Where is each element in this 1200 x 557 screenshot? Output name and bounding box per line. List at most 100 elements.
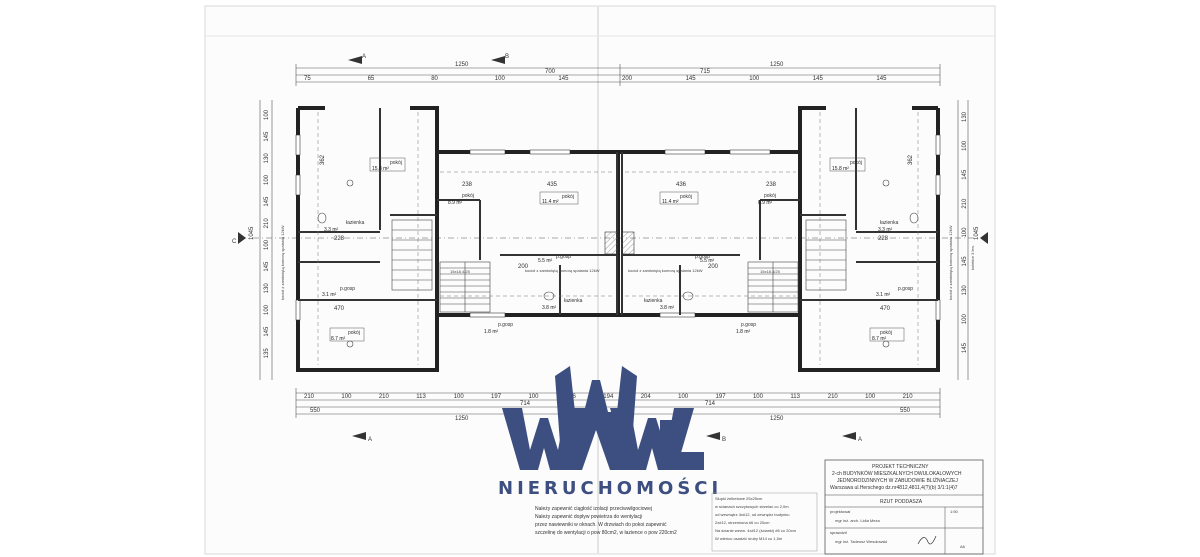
note-line: 2x#12, strzemiona #6 co 20cm — [715, 520, 770, 525]
svg-text:p.gosp: p.gosp — [556, 254, 571, 260]
svg-text:p.gosp: p.gosp — [695, 254, 710, 260]
dim-left-total: 1045 — [249, 226, 255, 240]
notes-ventilation: Należy zapewnić ciągłość izolacji przeci… — [535, 506, 677, 536]
section-mark-b-top: B — [491, 54, 509, 64]
room-label-center-right-gosp: p.gosp 5.5 m² — [695, 254, 715, 264]
dim-bottom-chain-value: 210 — [304, 394, 315, 400]
room-label-left-bottom: pokój 8.7 m² — [329, 327, 365, 342]
svg-text:5.5 m²: 5.5 m² — [700, 258, 715, 264]
dim-bottom-chain-value: 100 — [678, 394, 689, 400]
dim-bottom-550-right: 550 — [900, 408, 911, 414]
svg-text:8.7 m²: 8.7 m² — [331, 336, 346, 342]
dim-bottom-chain-value: 194 — [603, 394, 614, 400]
title-author1-role: projektował — [830, 509, 850, 514]
dim-top-chain-value: 75 — [304, 76, 311, 82]
svg-text:1.8 m²: 1.8 m² — [484, 329, 499, 335]
section-mark-b-bottom: B — [706, 432, 726, 443]
svg-text:3.1 m²: 3.1 m² — [322, 292, 337, 298]
svg-text:11.4 m²: 11.4 m² — [542, 199, 559, 205]
room-dim-238-right: 238 — [766, 182, 777, 188]
dim-top-chain-value: 100 — [495, 76, 506, 82]
room-label-left-room-2: pokój 8.9 m² — [448, 193, 474, 206]
room-dim-362-left: 362 — [320, 154, 326, 165]
dim-left-chain-value: 100 — [264, 109, 270, 120]
room-label-right-bath: łazienka 3.3 m² — [878, 220, 899, 233]
manifold-label: kolektor 3 len. — [970, 245, 975, 270]
note-line: Słupki żelbetowe 25x25cm — [715, 496, 763, 501]
svg-text:łazienka: łazienka — [564, 298, 583, 304]
title-author2: mgr inż. Tadeusz Wesołowski — [835, 539, 887, 544]
svg-text:3.3 m²: 3.3 m² — [878, 227, 893, 233]
dim-top-total-left: 1250 — [455, 62, 469, 68]
note-line: przez nawiewniki w oknach. W drzwiach do… — [535, 522, 667, 528]
dim-bottom-1250-right: 1250 — [770, 416, 784, 422]
room-label-left-utility: p.gosp 3.1 m² — [322, 286, 355, 298]
notes-box — [711, 492, 818, 552]
dim-bottom-chain-value: 210 — [903, 394, 914, 400]
room-label-center-right-bath: łazienka 3.8 m² — [644, 298, 675, 311]
title-block: PROJEKT TECHNICZNY 2-ch BUDYNKÓW MIESZKA… — [824, 459, 984, 555]
dim-right-chain-value: 145 — [962, 169, 968, 180]
room-dim-362-right: 362 — [908, 154, 914, 165]
room-label-right-utility: p.gosp 3.1 m² — [876, 286, 913, 298]
roof-slope-lines — [317, 112, 919, 365]
note-line: Na ścianie wewn. 4x#12 (ścianki) #6 co 2… — [715, 528, 797, 533]
svg-text:A: A — [858, 437, 862, 443]
svg-text:8.9 m²: 8.9 m² — [758, 200, 773, 206]
note-line: Należy zapewnić dopływ powietrza do went… — [535, 514, 642, 520]
room-label-left-bedroom: pokój 15.8 m² — [369, 157, 406, 172]
dim-left-chain-value: 130 — [264, 283, 270, 294]
dim-right-total: 1045 — [974, 226, 980, 240]
dim-bottom-1250-left: 1250 — [455, 416, 469, 422]
section-mark-c: C — [232, 232, 990, 245]
dim-top-chain-value: 145 — [813, 76, 824, 82]
svg-text:15.8 m²: 15.8 m² — [372, 166, 389, 172]
svg-text:8.9 m²: 8.9 m² — [448, 200, 463, 206]
title-scale: 1:50 — [950, 509, 959, 514]
room-label-center-left-bath: łazienka 3.8 m² — [542, 298, 583, 311]
dim-bottom-chain-value: 100 — [341, 394, 352, 400]
dim-bottom-chain-value: 204 — [641, 394, 652, 400]
door-height-left: 200 — [518, 264, 529, 270]
dim-bottom-chain-value: 100 — [528, 394, 539, 400]
dim-bottom-chain-value: 197 — [491, 394, 502, 400]
note-line: W wieńcu osadzić śruby M14 co 1,5m — [715, 536, 783, 541]
dim-left-chain-value: 145 — [264, 196, 270, 207]
svg-text:pokój: pokój — [764, 193, 776, 199]
svg-text:1.8 m²: 1.8 m² — [736, 329, 751, 335]
svg-text:C: C — [232, 239, 237, 245]
note-line: Należy zapewnić ciągłość izolacji przeci… — [535, 506, 652, 512]
dim-bottom-chain-value: 210 — [828, 394, 839, 400]
staircase-left — [391, 219, 491, 313]
dim-bottom-chain-value: 113 — [790, 394, 800, 400]
svg-text:11.4 m²: 11.4 m² — [662, 199, 679, 205]
room-label-right-bottom: pokój 8.7 m² — [869, 327, 905, 342]
dim-right-chain-value: 145 — [962, 342, 968, 353]
room-dim-228-right: 228 — [878, 236, 889, 242]
room-label-left-bath: łazienka 3.3 m² — [324, 220, 365, 233]
dim-right-chain-value: 130 — [962, 285, 968, 296]
room-label-center-left-gosp: p.gosp 5.5 m² — [538, 254, 571, 264]
dim-bottom-chain-value: 100 — [753, 394, 764, 400]
svg-text:p.gosp: p.gosp — [498, 322, 513, 328]
title-author2-role: sprawdził — [830, 530, 847, 535]
dim-bottom-chain-value: 197 — [716, 394, 727, 400]
dim-left-chain-value: 210 — [264, 218, 270, 229]
svg-text:A: A — [368, 437, 372, 443]
svg-text:3.8 m²: 3.8 m² — [542, 305, 557, 311]
title-author1: mgr inż. arch. Lidia Meza — [835, 518, 880, 523]
dim-top-chain-value: 145 — [686, 76, 697, 82]
logo-wordmark: NIERUCHOMOŚCI — [498, 477, 722, 499]
room-dim-470-right: 470 — [880, 306, 891, 312]
svg-text:3.8 m²: 3.8 m² — [660, 305, 675, 311]
dim-bottom-chain-value: 100 — [865, 394, 876, 400]
dim-top-chain-value: 100 — [749, 76, 760, 82]
dim-left-chain-value: 100 — [264, 239, 270, 250]
svg-text:pokój: pokój — [562, 194, 574, 200]
dim-bottom-chain-value: 100 — [454, 394, 465, 400]
room-dim-470-left: 470 — [334, 306, 345, 312]
room-dim-228-left: 228 — [334, 236, 345, 242]
svg-text:5.5 m²: 5.5 m² — [538, 258, 553, 264]
